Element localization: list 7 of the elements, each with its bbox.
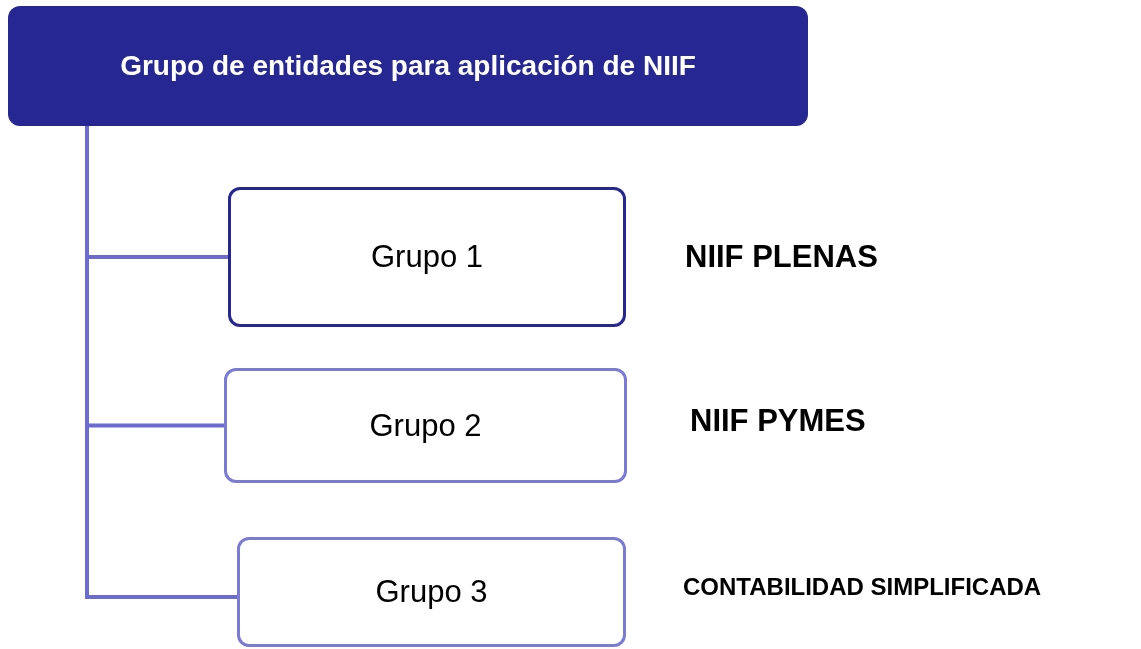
title-box: Grupo de entidades para aplicación de NIIF (8, 6, 808, 126)
group-box: Grupo 1 (228, 187, 626, 327)
group-box: Grupo 3 (237, 537, 626, 647)
group-box: Grupo 2 (224, 368, 627, 483)
standard-label: NIIF PLENAS (685, 239, 878, 275)
standard-label: CONTABILIDAD SIMPLIFICADA (683, 573, 1042, 601)
standard-label: NIIF PYMES (690, 403, 866, 439)
